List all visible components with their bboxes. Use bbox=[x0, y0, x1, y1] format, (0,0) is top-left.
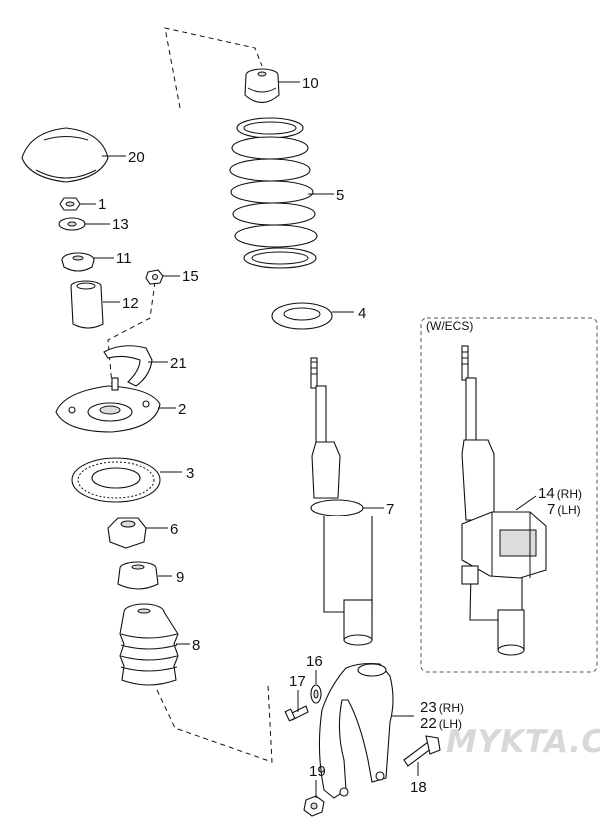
reference-line-bottom bbox=[156, 684, 273, 763]
small-washer-part bbox=[310, 684, 322, 704]
callout-4: 4 bbox=[358, 305, 366, 322]
ecs-strut-assembly-part bbox=[461, 345, 547, 656]
callout-8: 8 bbox=[192, 637, 200, 654]
insulator-part bbox=[107, 517, 147, 549]
callout-23: 23(RH) bbox=[420, 699, 464, 716]
callout-13: 13 bbox=[112, 216, 129, 233]
coil-spring-part bbox=[229, 117, 318, 269]
callout-6: 6 bbox=[170, 521, 178, 538]
callout-18: 18 bbox=[410, 779, 427, 796]
callout-19: 19 bbox=[309, 763, 326, 780]
long-bolt-part bbox=[403, 735, 441, 767]
dust-boot-part bbox=[119, 603, 179, 686]
washer-part bbox=[58, 217, 86, 231]
callout-12: 12 bbox=[122, 295, 139, 312]
ecs-box-label: (W/ECS) bbox=[426, 319, 473, 333]
strut-fork-part bbox=[318, 662, 394, 799]
ecs-variant-box bbox=[420, 317, 598, 673]
reference-line-top bbox=[164, 27, 263, 109]
spacer-tube-part bbox=[70, 280, 104, 329]
upper-mount-plate-part bbox=[55, 377, 161, 433]
callout-14: 14(RH) bbox=[538, 485, 582, 502]
flange-nut-part bbox=[303, 795, 325, 817]
callout-22: 22(LH) bbox=[420, 715, 462, 732]
callout-10: 10 bbox=[302, 75, 319, 92]
dust-cover-cap-part bbox=[21, 127, 109, 183]
strut-assembly-part bbox=[310, 357, 373, 646]
callout-7: 7 bbox=[386, 501, 394, 518]
bushing-part bbox=[61, 252, 95, 272]
nut-part bbox=[59, 197, 81, 211]
callout-15: 15 bbox=[182, 268, 199, 285]
callout-3: 3 bbox=[186, 465, 194, 482]
watermark-text: MYKTA.CLUB bbox=[446, 724, 600, 760]
bump-stopper-part bbox=[244, 68, 280, 104]
callout-17: 17 bbox=[289, 673, 306, 690]
callout-5: 5 bbox=[336, 187, 344, 204]
bolt-part bbox=[284, 705, 309, 722]
callout-7-lh: 7(LH) bbox=[547, 501, 581, 518]
callout-9: 9 bbox=[176, 569, 184, 586]
callout-21: 21 bbox=[170, 355, 187, 372]
callout-16: 16 bbox=[306, 653, 323, 670]
reference-line-middle bbox=[107, 281, 156, 386]
callout-1: 1 bbox=[98, 196, 106, 213]
small-nut-part bbox=[145, 269, 164, 285]
bracket-clip-part bbox=[103, 345, 153, 387]
callout-2: 2 bbox=[178, 401, 186, 418]
spring-pad-part bbox=[271, 302, 333, 330]
callout-20: 20 bbox=[128, 149, 145, 166]
bearing-part bbox=[71, 457, 161, 503]
callout-11: 11 bbox=[116, 250, 132, 267]
leader-lines bbox=[80, 81, 537, 798]
stopper-rubber-part bbox=[117, 561, 159, 590]
